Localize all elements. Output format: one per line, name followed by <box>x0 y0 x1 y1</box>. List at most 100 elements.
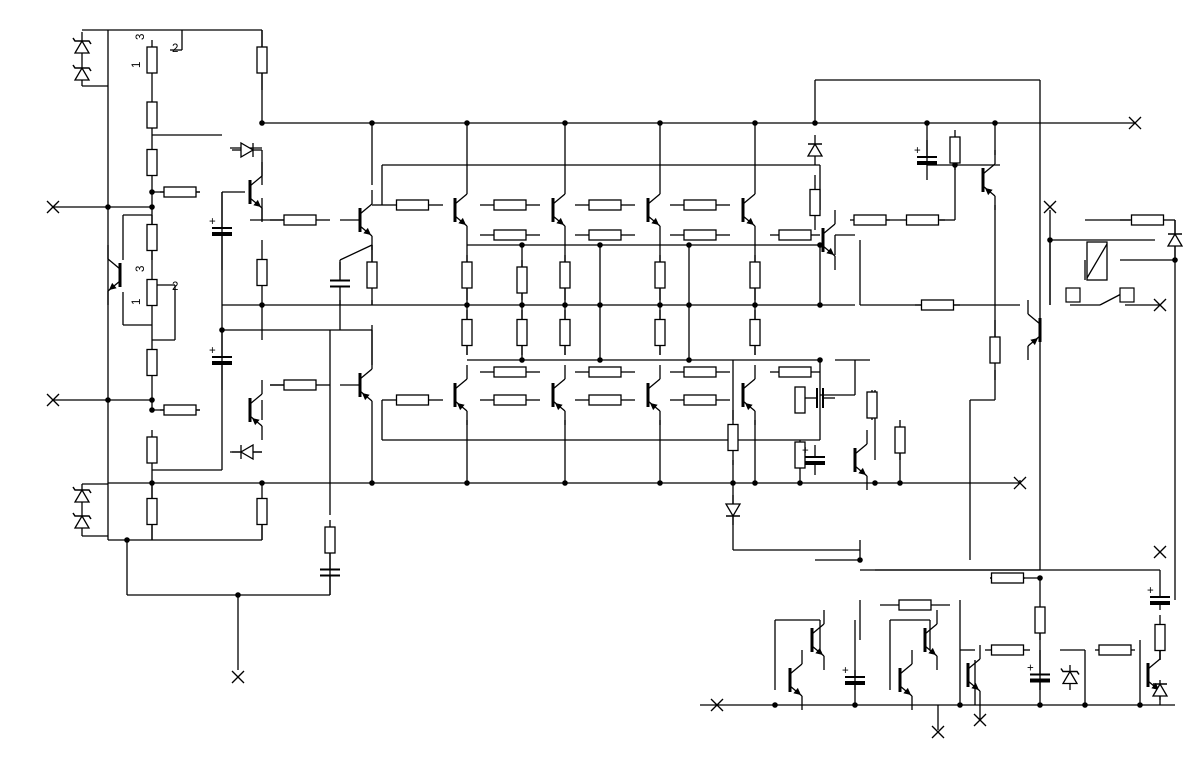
resistor-r2 <box>146 148 158 177</box>
resistor-r98 <box>670 366 730 378</box>
resistor-r96 <box>480 366 540 378</box>
capacitor-c16: + <box>842 665 865 690</box>
resistor-r25 <box>900 214 945 226</box>
transistor-t6 <box>453 180 468 240</box>
transistor-q2 <box>898 650 913 710</box>
relay-k1 <box>1065 241 1135 306</box>
resistor-body <box>395 394 430 406</box>
junction-dot <box>562 120 568 126</box>
transistor-collector <box>854 443 868 455</box>
resistor-r110 <box>516 260 528 300</box>
resistor-body <box>727 423 739 452</box>
resistor-r7 <box>146 483 158 540</box>
relay-coil <box>1086 243 1108 279</box>
resistor-body <box>493 394 527 406</box>
transistor-arrow <box>651 217 659 225</box>
diode-d11 <box>232 443 262 461</box>
junction-dot <box>124 537 130 543</box>
resistor-body <box>461 318 473 347</box>
junction-dot <box>149 189 155 195</box>
port-marker <box>1128 116 1142 130</box>
resistor-r1 <box>461 250 473 300</box>
diode-bar <box>72 486 92 494</box>
transistor-collector <box>454 193 468 205</box>
resistor-r10 <box>1034 600 1046 640</box>
resistor-r11 <box>382 199 443 211</box>
transistor-t13 <box>741 365 756 425</box>
transistor-t5 <box>358 355 373 415</box>
junction-dot <box>149 397 155 403</box>
resistor-body <box>324 526 336 554</box>
junction-dot <box>657 120 663 126</box>
capacitor-c17: + <box>914 140 937 180</box>
junction-dot <box>872 480 878 486</box>
port-swp <box>931 725 945 739</box>
resistor-body <box>683 366 717 378</box>
diode-d4 <box>1060 665 1080 690</box>
transistor-arrow <box>1030 338 1038 346</box>
label: 3 <box>135 34 147 40</box>
resistor-r28 <box>146 340 158 385</box>
transistor-q8 <box>1027 300 1042 360</box>
junction-dot <box>1137 702 1143 708</box>
port-marker <box>46 393 60 407</box>
junction-dot <box>464 302 470 308</box>
resistor-body <box>256 497 268 526</box>
transistor-t14 <box>981 150 996 210</box>
resistor-body <box>683 394 717 406</box>
resistor-body <box>683 199 717 211</box>
transistor-collector <box>249 175 263 187</box>
port-gnd_prot <box>710 698 724 712</box>
transistor-t10 <box>646 180 661 240</box>
resistor-r33 <box>990 572 1025 584</box>
junction-dot <box>519 302 525 308</box>
resistor-body <box>256 46 268 74</box>
transistor-q11 <box>853 430 868 490</box>
transistor-q6 <box>810 610 825 670</box>
junction-dot <box>857 557 863 563</box>
transistor-arrow <box>457 403 465 411</box>
resistor-r22 <box>575 394 635 406</box>
junction-dot <box>105 397 111 403</box>
junction-dot <box>897 480 903 486</box>
resistor-r30 <box>985 644 1030 656</box>
junction-dot <box>686 302 692 308</box>
capacitor-plate <box>1150 601 1170 605</box>
resistor-r12 <box>749 310 761 355</box>
resistor-body <box>146 223 158 252</box>
resistor-r116 <box>866 390 878 420</box>
resistor-body <box>588 366 622 378</box>
resistor-body <box>588 199 622 211</box>
relay-terminal <box>1119 287 1135 303</box>
resistor-body <box>778 229 812 241</box>
transistor-collector <box>822 223 836 235</box>
resistor-r56 <box>256 483 268 540</box>
label: 1 <box>131 299 143 305</box>
diode-body <box>239 443 254 461</box>
junction-dot <box>562 480 568 486</box>
resistor-body <box>1154 623 1166 652</box>
transistor-arrow <box>826 247 834 255</box>
diode-body <box>73 66 91 81</box>
diode-bar <box>1060 668 1080 675</box>
junction-dot <box>519 242 525 248</box>
capacitor-c15: + <box>1027 663 1050 690</box>
transistor-collector <box>552 378 566 390</box>
junction-dot <box>1037 702 1043 708</box>
wire <box>339 244 373 261</box>
resistor-body <box>989 336 1001 364</box>
diode-body <box>1151 682 1169 697</box>
transistor-q1 <box>821 210 836 270</box>
diode-body <box>73 514 91 529</box>
transistor-arrow <box>650 403 658 411</box>
transistor-collector <box>249 393 263 405</box>
resistor-r27 <box>1120 214 1175 226</box>
transistor-collector <box>552 193 566 205</box>
resistor-body <box>949 136 961 164</box>
resistor-body <box>146 101 158 129</box>
junction-dot <box>992 120 998 126</box>
resistor-body <box>256 258 268 287</box>
polarity-mark: + <box>1027 663 1034 675</box>
diode-body <box>240 141 255 159</box>
junction-dot <box>235 592 241 598</box>
